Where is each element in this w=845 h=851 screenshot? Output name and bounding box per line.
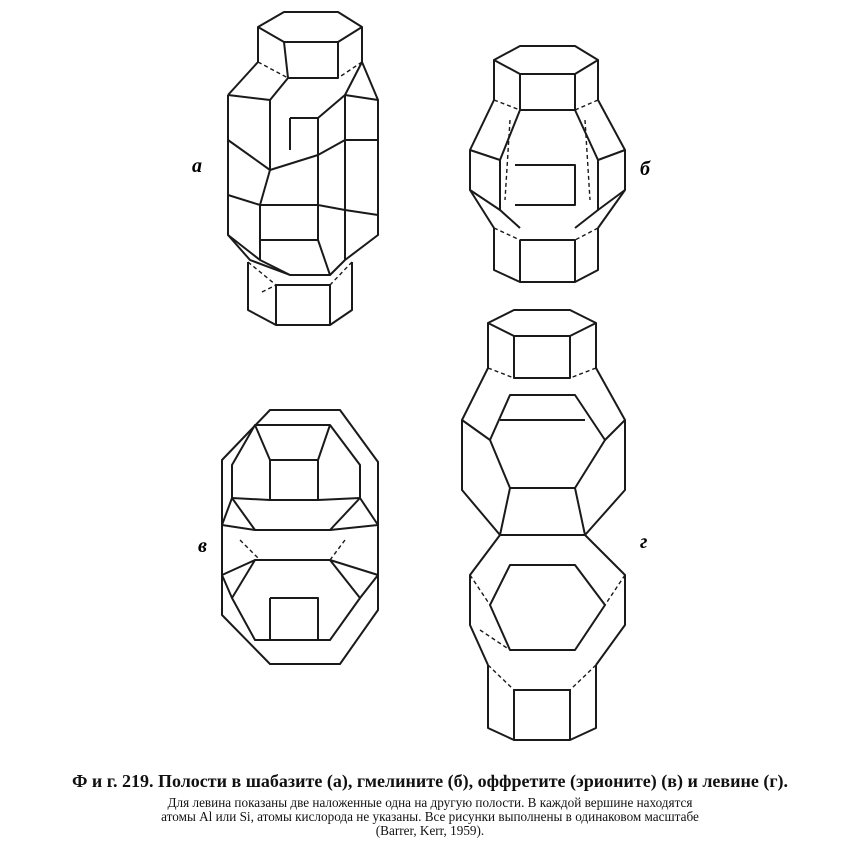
caption-line-3: (Barrer, Kerr, 1959).	[375, 823, 485, 838]
label-a: а	[192, 155, 202, 177]
figure-caption: Ф и г. 219. Полости в шабазите (а), гмел…	[40, 770, 820, 838]
caption-title: Ф и г. 219. Полости в шабазите (а), гмел…	[71, 771, 789, 791]
caption-line-1: Для левина показаны две наложенные одна …	[167, 795, 693, 810]
label-g: г	[640, 531, 647, 553]
cavity-chabazite	[227, 11, 379, 326]
figure-drawings: а б в	[192, 11, 651, 741]
cavity-levyne	[461, 309, 626, 741]
label-b: б	[640, 158, 651, 180]
label-v: в	[198, 535, 207, 557]
cavity-offretite	[221, 409, 379, 665]
cavity-gmelinite	[469, 45, 626, 283]
caption-body: Для левина показаны две наложенные одна …	[40, 796, 820, 838]
caption-line-2: атомы Al или Si, атомы кислорода не указ…	[161, 809, 699, 824]
